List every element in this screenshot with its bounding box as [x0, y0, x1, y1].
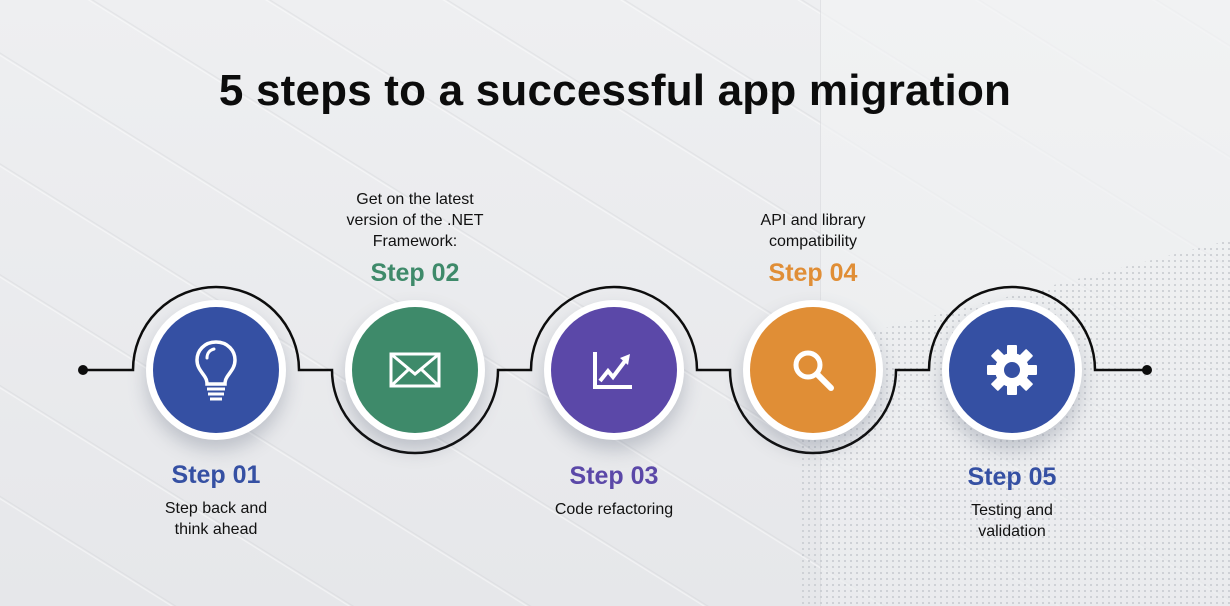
step-02-label: Step 02 — [370, 259, 460, 287]
step-01-description: Step back and think ahead — [164, 500, 268, 538]
search-icon — [793, 350, 834, 391]
step-02-badge — [345, 300, 485, 440]
envelope-icon — [389, 352, 441, 388]
step-03-description: Code refactoring — [554, 501, 674, 518]
gear-icon — [987, 345, 1037, 395]
step-04-label: Step 04 — [768, 259, 858, 287]
step-02-description: Get on the latest version of the .NET Fr… — [346, 191, 484, 250]
lightbulb-icon — [195, 340, 237, 401]
step-01-label: Step 01 — [171, 461, 261, 489]
page-title: 5 steps to a successful app migration — [218, 66, 1012, 115]
step-04-badge — [743, 300, 883, 440]
step-01-badge — [146, 300, 286, 440]
step-05-badge — [942, 300, 1082, 440]
step-03-badge — [544, 300, 684, 440]
step-03-label: Step 03 — [569, 462, 659, 490]
start-dot — [78, 365, 88, 375]
step-04-description: API and library compatibility — [760, 212, 866, 250]
step-05-description: Testing and validation — [971, 502, 1053, 540]
chart-growth-icon — [593, 352, 632, 389]
step-05-label: Step 05 — [967, 463, 1057, 491]
end-dot — [1142, 365, 1152, 375]
